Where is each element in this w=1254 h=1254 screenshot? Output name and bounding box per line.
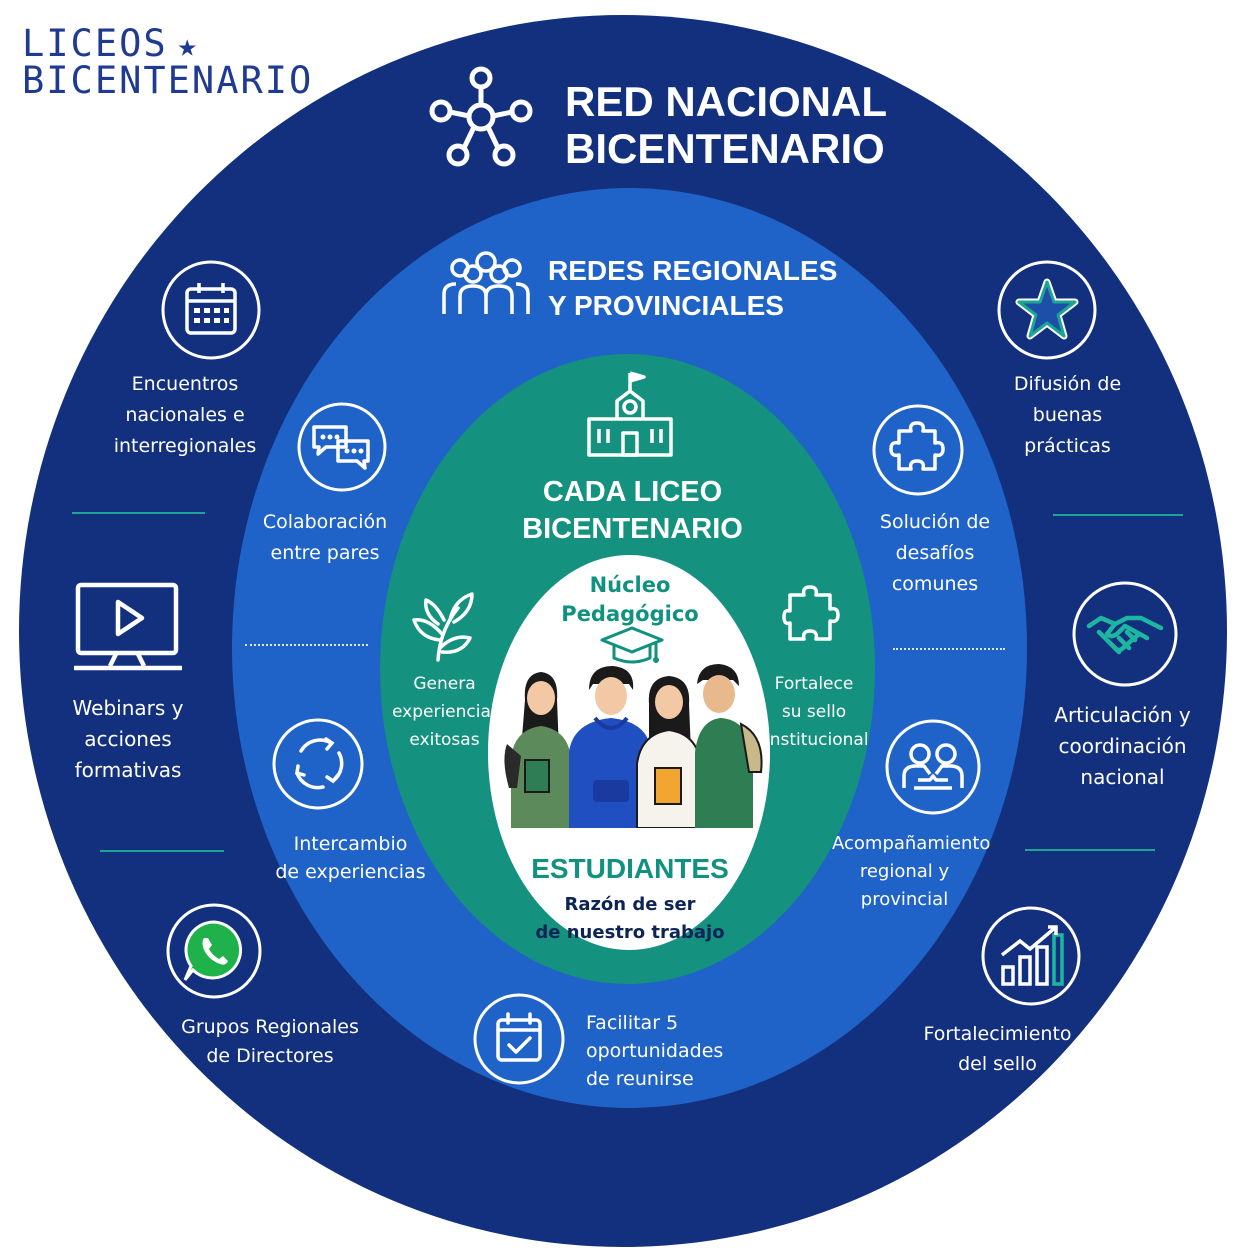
puzzle-icon [871,403,965,501]
regional-item-acompanamiento-label: Acompañamiento regional y provincial [832,833,991,910]
puzzle-piece-icon [782,585,842,653]
core-title: Núcleo Pedagógico [561,573,699,626]
whatsapp-icon [165,902,263,1004]
outer-item-grupos-label: Grupos Regionales de Directores [181,1016,359,1067]
star-icon [996,259,1098,365]
handshake-icon [1071,580,1179,692]
outer-right-divider-2 [1025,849,1155,851]
liceo-title: CADA LICEO BICENTENARIO [522,476,743,545]
regional-item-intercambio-label: Intercambio de experiencias [275,833,426,883]
outer-item-difusion-label: Difusión de buenas prácticas [1013,373,1122,457]
outer-item-articulacion-label: Articulación y coordinación nacional [1054,703,1191,789]
students-title: ESTUDIANTES [531,853,729,884]
sprout-icon [410,590,478,666]
regional-title: REDES REGIONALES Y PROVINCIALES [548,255,838,321]
bar-chart-icon [980,905,1082,1011]
people-support-icon [884,718,982,820]
liceo-left-label: Genera experiencias exitosas [392,674,500,750]
regional-item-facilitar-label: Facilitar 5 oportunidades de reunirse [586,1012,724,1090]
calendar-check-icon [472,992,566,1090]
network-icon [425,65,537,175]
regional-left-dotted-divider [245,644,368,646]
outer-item-encuentros-label: Encuentros nacionales e interregionales [113,373,257,457]
people-group-icon [440,248,532,324]
students-subtitle: Razón de ser de nuestro trabajo [535,894,725,943]
regional-item-colaboracion-label: Colaboración entre pares [262,511,388,564]
monitor-play-icon [72,582,184,678]
outer-item-fortalecimiento-label: Fortalecimiento del sello [923,1023,1072,1075]
outer-item-webinars-label: Webinars y acciones formativas [72,696,184,782]
logo-line1: LICEOS [22,22,168,65]
liceo-right-label: Fortalece su sello institucional [765,674,869,750]
outer-right-divider-1 [1053,514,1183,516]
calendar-icon [160,259,262,365]
graduation-cap-icon [600,626,664,674]
cycle-arrows-icon [271,717,365,815]
regional-item-solucion-label: Solución de desafíos comunes [879,511,991,595]
national-title: RED NACIONAL BICENTENARIO [565,78,887,172]
liceos-bicentenario-logo: LICEOS★ BICENTENARIO [22,25,314,102]
regional-right-dotted-divider [893,648,1005,650]
star-icon: ★ [177,26,199,64]
school-building-icon [583,367,677,465]
outer-left-divider-1 [72,512,205,514]
students-illustration [495,660,767,832]
logo-line2: BICENTENARIO [22,59,314,102]
outer-left-divider-2 [100,850,224,852]
chat-bubbles-icon [296,401,388,497]
